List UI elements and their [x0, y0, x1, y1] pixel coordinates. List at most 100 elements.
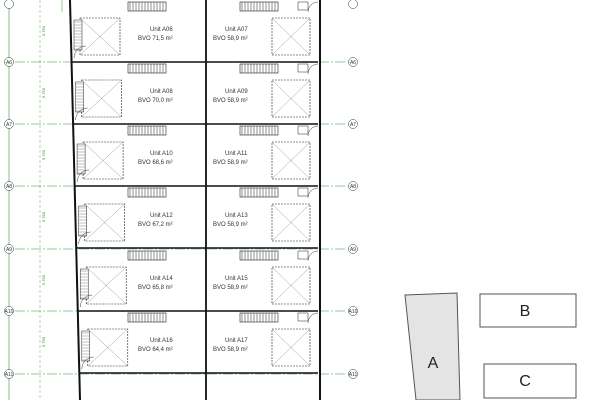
ladder-strip [79, 268, 89, 300]
grid-label-right: A8 [350, 184, 356, 190]
dimension-label: 5.750 [41, 149, 46, 160]
grid-bubble-left [4, 306, 14, 316]
ladder-strip [76, 143, 86, 175]
unit-name: Unit A06 [150, 27, 173, 33]
unit-name: Unit A12 [150, 213, 173, 219]
door-frame [297, 125, 309, 135]
door-swing-arc [307, 312, 319, 324]
unit-name: Unit A10 [150, 151, 173, 157]
grid-label-left: A11 [5, 372, 14, 378]
unit-area: BVO 58,9 m² [213, 285, 248, 291]
grid-label-right: A7 [350, 122, 356, 128]
grid-label-left: A10 [5, 309, 14, 315]
equipment-cross [82, 141, 124, 180]
stair-block [127, 63, 167, 74]
door-frame [297, 312, 309, 322]
dimension-label: 5.750 [41, 274, 46, 285]
door-frame [297, 187, 309, 197]
equipment-cross [87, 328, 128, 367]
grid-label-left: A9 [6, 247, 12, 253]
door-frame [297, 63, 309, 73]
equipment-cross [79, 17, 121, 56]
equipment-zone [271, 17, 311, 56]
unit-name: Unit A17 [225, 338, 248, 344]
grid-label-right: A10 [349, 309, 358, 315]
equipment-zone [271, 328, 311, 367]
stair-block [239, 187, 279, 198]
equipment-zone [271, 79, 311, 118]
equipment-cross [271, 17, 311, 56]
door-frame [297, 250, 309, 260]
door-swing-arc [307, 187, 319, 199]
stair-block [127, 1, 167, 12]
grid-bubble-right [348, 57, 358, 67]
door-swing-arc [76, 169, 90, 183]
door-frame [297, 1, 309, 11]
ladder-strip [81, 330, 91, 362]
door-swing-arc [73, 45, 87, 59]
grid-bubble-left [4, 181, 14, 191]
grid-bubble-right [348, 369, 358, 379]
equipment-cross [81, 79, 122, 118]
equipment-cross [271, 266, 311, 305]
stair-block [239, 312, 279, 323]
key-plan-block-a [404, 292, 461, 400]
grid-bubble-right [348, 0, 358, 9]
grid-bubble-right [348, 244, 358, 254]
door-swing-arc [78, 231, 91, 245]
unit-name: Unit A15 [225, 276, 248, 282]
grid-label-right: A9 [350, 247, 356, 253]
grid-bubble-left [4, 57, 14, 67]
dimension-label: 5.750 [41, 87, 46, 98]
equipment-cross [84, 203, 125, 242]
unit-area: BVO 71,5 m² [138, 36, 173, 42]
stair-block [127, 125, 167, 136]
grid-label-right: A11 [349, 372, 358, 378]
exterior-wall-left [69, 0, 81, 400]
key-plan-label-c: C [519, 373, 531, 390]
equipment-cross [271, 79, 311, 118]
unit-name: Unit A09 [225, 89, 248, 95]
unit-name: Unit A08 [150, 89, 173, 95]
dimension-label: 5.750 [41, 211, 46, 222]
key-plan: ABC [404, 292, 577, 400]
grid-bubble-left [4, 0, 14, 9]
equipment-cross [271, 141, 311, 180]
unit-area: BVO 65,8 m² [138, 285, 173, 291]
unit-name: Unit A16 [150, 338, 173, 344]
stair-block [127, 312, 167, 323]
ladder-strip [73, 19, 83, 51]
unit-area: BVO 64,4 m² [138, 347, 173, 353]
unit-name: Unit A07 [225, 27, 248, 33]
grid-label-right: A6 [350, 60, 356, 66]
stair-block [239, 63, 279, 74]
door-swing-arc [81, 356, 94, 370]
door-swing-arc [307, 63, 319, 75]
key-plan-block-b [479, 293, 577, 328]
unit-name: Unit A13 [225, 213, 248, 219]
equipment-cross [86, 266, 127, 305]
unit-area: BVO 58,9 m² [213, 347, 248, 353]
equipment-zone [271, 203, 311, 242]
grid-bubble-left [4, 119, 14, 129]
equipment-cross [271, 203, 311, 242]
grid-bubble-right [348, 181, 358, 191]
unit-area: BVO 68,6 m² [138, 160, 173, 166]
unit-area: BVO 58,9 m² [213, 98, 248, 104]
door-swing-arc [307, 250, 319, 262]
stair-block [239, 250, 279, 261]
grid-bubble-left [4, 369, 14, 379]
grid-bubble-left [4, 244, 14, 254]
unit-area: BVO 58,9 m² [213, 222, 248, 228]
unit-name: Unit A11 [225, 151, 248, 157]
ladder-strip [75, 81, 84, 113]
dimension-label: 5.750 [41, 25, 46, 36]
unit-area: BVO 58,9 m² [213, 36, 248, 42]
grid-bubble-right [348, 119, 358, 129]
grid-label-left: A7 [6, 122, 12, 128]
door-swing-arc [307, 125, 319, 137]
stair-block [127, 187, 167, 198]
ladder-strip [78, 205, 87, 237]
